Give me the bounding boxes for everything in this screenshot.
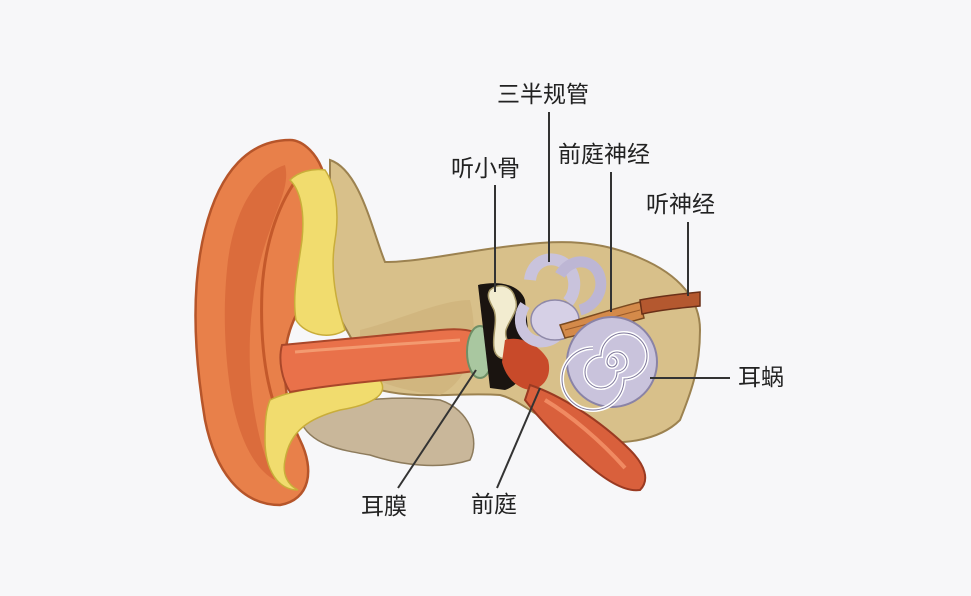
leader-lines	[397, 112, 730, 489]
label-vestibule: 前庭	[471, 492, 517, 518]
ear-canal-highlight	[294, 338, 461, 354]
auditory-nerve	[639, 291, 701, 315]
ear-canal	[279, 328, 484, 394]
label-vestibular-nerve: 前庭神经	[558, 142, 650, 168]
eustachian-tube-inner	[543, 398, 627, 470]
cartilage-upper	[288, 168, 346, 336]
label-eardrum: 耳膜	[361, 494, 407, 520]
leader-vestibule	[496, 387, 541, 489]
label-auditory-nerve: 听神经	[646, 192, 715, 218]
auricle-inner-fold	[224, 165, 287, 480]
auricle-ridge	[260, 174, 302, 421]
label-auditory-ossicles: 听小骨	[451, 156, 520, 182]
leader-eardrum	[397, 369, 477, 489]
semicircular-canal-2	[555, 256, 607, 316]
vestibule-tissue	[502, 338, 550, 390]
semicircular-canal-1	[524, 253, 581, 306]
lower-bone	[299, 397, 475, 467]
cochlea	[566, 316, 658, 408]
label-semicircular-canals: 三半规管	[497, 82, 589, 108]
label-cochlea: 耳蜗	[738, 365, 784, 391]
eustachian-tube	[523, 383, 647, 492]
